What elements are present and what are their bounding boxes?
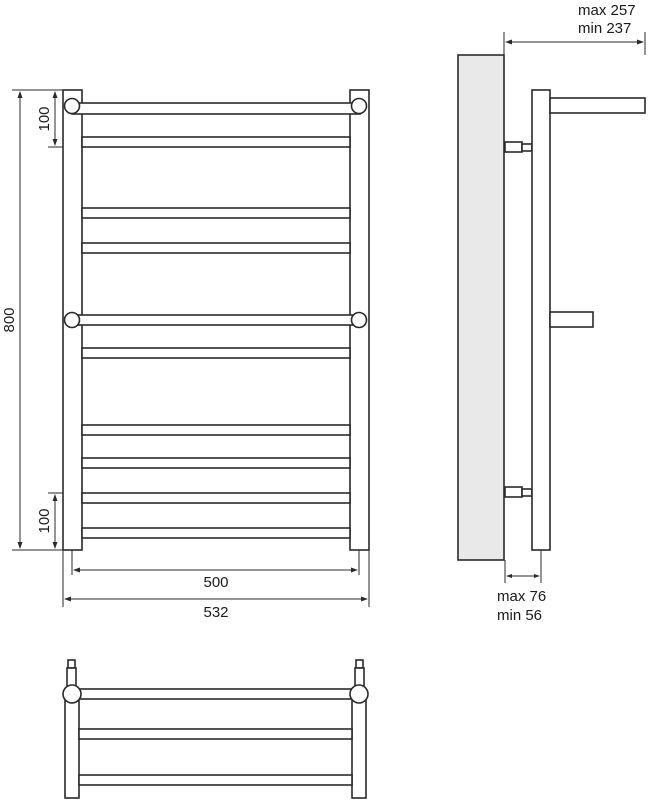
label-500: 500 [203, 574, 228, 591]
label-800: 800 [1, 307, 18, 332]
right-stile-top [351, 689, 367, 799]
label-min-56: min 56 [497, 607, 542, 624]
dimension-depth: max 257 min 237 [503, 2, 646, 55]
bar [81, 527, 351, 539]
shelf-top-side [549, 97, 646, 114]
knob-icon [349, 684, 369, 704]
wall-bracket-bottom [504, 486, 523, 498]
label-max-257: max 257 [578, 2, 636, 19]
top-view [62, 659, 369, 799]
knob-icon [350, 97, 368, 115]
dimension-bottom-offset: 100 [36, 492, 63, 549]
dimension-total-width: 532 [62, 550, 370, 621]
shelf-bar-top-view [78, 728, 353, 740]
knob-icon [62, 684, 82, 704]
bar [81, 492, 351, 504]
wall-bracket-top [504, 141, 523, 153]
radiator-stile-side [531, 89, 551, 551]
shelf-bar-top-view [78, 774, 353, 786]
dimension-center-distance: 500 [73, 567, 358, 591]
bar [81, 347, 351, 359]
left-stile-top [64, 689, 80, 799]
dimension-wall-gap: max 76 min 56 [497, 550, 546, 624]
dimension-top-offset: 100 [36, 91, 63, 148]
shelf-bar-middle [71, 314, 361, 326]
side-view: max 257 min 237 max 76 min 56 [457, 2, 646, 624]
bar [81, 424, 351, 436]
bar [81, 457, 351, 469]
shelf-bar-top [71, 102, 361, 115]
shelf-middle-side [549, 311, 594, 328]
knob-icon [350, 311, 368, 329]
bar [81, 207, 351, 219]
wall [457, 54, 505, 561]
label-100-top: 100 [36, 106, 53, 131]
shelf-rail-top-view [71, 688, 361, 700]
knob-icon [63, 311, 81, 329]
front-view: 800 100 100 500 [1, 89, 370, 621]
label-100-bottom: 100 [36, 508, 53, 533]
label-min-237: min 237 [578, 20, 631, 37]
heating-bars [71, 102, 361, 539]
dimension-height: 800 [1, 89, 82, 551]
label-max-76: max 76 [497, 588, 546, 605]
bar [81, 136, 351, 148]
bar [81, 242, 351, 254]
label-532: 532 [203, 604, 228, 621]
knob-icon [63, 97, 81, 115]
